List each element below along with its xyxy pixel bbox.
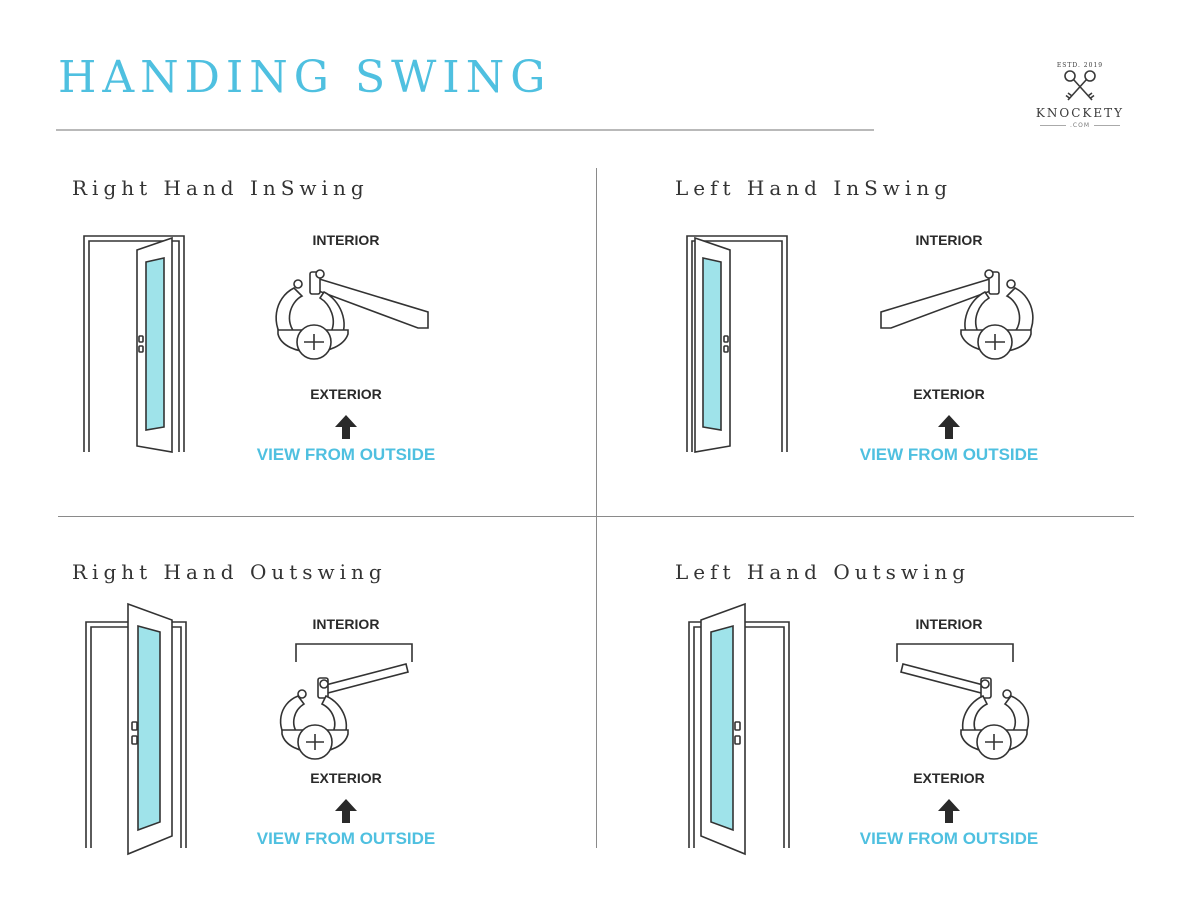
exterior-label: EXTERIOR (310, 386, 382, 402)
brand-established: ESTD. 2019 (1056, 62, 1104, 69)
person-top-view-icon (880, 269, 1034, 360)
exterior-label: EXTERIOR (913, 386, 985, 402)
panel-title: Right Hand Outswing (72, 560, 387, 584)
arrow-up-icon (938, 415, 960, 439)
door-icon (688, 602, 790, 856)
panel-title: Left Hand Outswing (675, 560, 971, 584)
brand-name: KNOCKETY (1035, 106, 1125, 120)
arrow-up-icon (938, 799, 960, 823)
door-icon (83, 235, 185, 453)
door-icon (686, 235, 788, 453)
panel-left-hand-inswing: Left Hand InSwing INTERIOR EXTERIOR VIEW… (675, 176, 1195, 516)
person-top-view-icon (896, 643, 1030, 760)
interior-label: INTERIOR (312, 616, 380, 632)
person-top-view-icon (275, 269, 429, 360)
panel-right-hand-inswing: Right Hand InSwing INTERIOR EXTERIOR VIE… (72, 176, 592, 516)
arrow-up-icon (335, 799, 357, 823)
page-title: HANDING SWING (58, 52, 552, 103)
view-from-outside-label: VIEW FROM OUTSIDE (859, 829, 1039, 848)
brand-domain: .COM (1025, 122, 1135, 129)
horizontal-divider (58, 516, 1134, 517)
interior-label: INTERIOR (915, 616, 983, 632)
view-from-outside-label: VIEW FROM OUTSIDE (256, 445, 436, 464)
panel-title: Left Hand InSwing (675, 176, 953, 200)
panel-left-hand-outswing: Left Hand Outswing INTERIOR EXTERIOR VI (675, 560, 1195, 900)
crossed-keys-icon (1064, 70, 1096, 101)
door-icon (85, 602, 187, 856)
view-from-outside-label: VIEW FROM OUTSIDE (256, 829, 436, 848)
arrow-up-icon (335, 415, 357, 439)
interior-label: INTERIOR (915, 232, 983, 248)
panel-right-hand-outswing: Right Hand Outswing INTERIOR EXTERIOR V (72, 560, 592, 900)
exterior-label: EXTERIOR (310, 770, 382, 786)
exterior-label: EXTERIOR (913, 770, 985, 786)
panel-title: Right Hand InSwing (72, 176, 369, 200)
interior-label: INTERIOR (312, 232, 380, 248)
brand-logo: ESTD. 2019 KNOCKETY .COM (1025, 58, 1135, 138)
view-from-outside-label: VIEW FROM OUTSIDE (859, 445, 1039, 464)
vertical-divider (596, 168, 597, 848)
title-underline (56, 129, 874, 131)
person-top-view-icon (279, 643, 413, 760)
